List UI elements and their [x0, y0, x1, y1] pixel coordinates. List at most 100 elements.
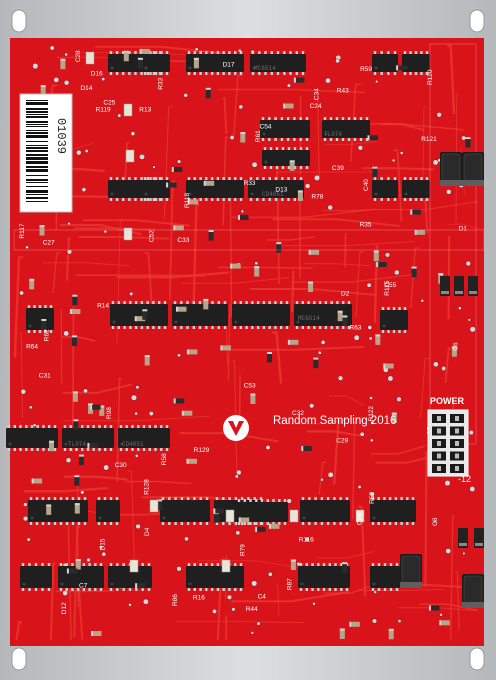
- smd-pad: [39, 225, 45, 227]
- smd-part: [72, 391, 78, 402]
- smd-pad: [301, 446, 304, 451]
- via: [250, 631, 254, 635]
- pin: [86, 447, 90, 451]
- refdes-label: R78: [311, 194, 323, 201]
- via: [369, 438, 374, 443]
- smd-part: [73, 419, 79, 430]
- refdes-label: D13: [275, 187, 287, 194]
- pin: [140, 301, 144, 305]
- smd-body: [136, 583, 146, 589]
- pin: [210, 197, 214, 201]
- smd-body: [214, 513, 219, 523]
- pin: [199, 197, 202, 201]
- via: [240, 209, 245, 214]
- pin: [287, 177, 290, 181]
- pin: [388, 497, 392, 501]
- chip-body: [298, 566, 350, 588]
- via: [458, 306, 462, 310]
- smd-part: [451, 346, 457, 357]
- via: [139, 153, 145, 160]
- trace: [280, 416, 363, 425]
- pin: [383, 587, 387, 591]
- pin: [76, 587, 80, 591]
- pin: [122, 563, 125, 567]
- trace: [128, 470, 136, 578]
- pin: [314, 521, 317, 525]
- pin: [268, 301, 271, 305]
- via: [420, 299, 425, 303]
- pin: [313, 301, 316, 305]
- smd-part: [142, 309, 148, 320]
- smd-part: [173, 398, 185, 404]
- via: [234, 474, 239, 479]
- pin: [373, 71, 377, 75]
- via: [368, 336, 373, 341]
- pin: [299, 165, 303, 169]
- ic-chip: [402, 177, 430, 201]
- pin: [345, 587, 349, 591]
- ic-chip: [108, 563, 152, 591]
- pin: [97, 521, 101, 525]
- pin: [158, 51, 162, 55]
- header-pin-tip: [455, 441, 459, 446]
- smd-pad: [99, 405, 105, 408]
- pin: [237, 521, 241, 525]
- pin: [318, 301, 322, 305]
- pin: [158, 325, 161, 329]
- pin1-dot: [22, 582, 26, 586]
- smd-pad: [342, 315, 348, 318]
- chip-body: [300, 500, 350, 522]
- ceramic-cap: [221, 559, 231, 573]
- ic-chip: [6, 425, 58, 451]
- pin: [403, 71, 407, 75]
- pin: [154, 71, 158, 75]
- refdes-label: R33: [244, 180, 256, 187]
- via: [103, 464, 110, 471]
- chip-marking: CD4051: [122, 441, 144, 448]
- pin: [255, 499, 258, 503]
- via: [81, 187, 87, 192]
- electrolytic-cap: [400, 554, 422, 588]
- pin: [268, 197, 271, 201]
- smd-part: [411, 266, 417, 278]
- barcode-bar: [26, 141, 48, 142]
- pin: [47, 521, 51, 525]
- pin: [283, 71, 286, 75]
- pin: [313, 325, 316, 329]
- trace: [176, 621, 304, 623]
- pin1-dot: [174, 320, 178, 324]
- pin: [278, 521, 281, 525]
- pin: [377, 497, 380, 501]
- pin: [223, 325, 227, 329]
- pin: [289, 51, 292, 55]
- ic-chip: [236, 499, 288, 525]
- barcode-bar: [26, 102, 48, 105]
- via: [445, 548, 452, 554]
- chip-body: [96, 500, 120, 522]
- pin: [270, 51, 273, 55]
- ic-chip: [260, 117, 310, 141]
- smd-pad: [342, 562, 348, 565]
- pin: [111, 301, 115, 305]
- smd-pad: [250, 393, 256, 396]
- trace: [306, 430, 361, 437]
- pin: [335, 117, 339, 121]
- pin: [210, 71, 214, 75]
- chip-body: [26, 308, 54, 330]
- pin: [222, 71, 225, 75]
- smd-pad: [71, 335, 77, 338]
- via: [229, 135, 235, 140]
- smd-part: [287, 339, 299, 345]
- pin: [34, 563, 38, 567]
- pin: [41, 497, 45, 501]
- pin: [44, 305, 47, 309]
- pin: [199, 177, 202, 181]
- electrolytic-cap: [440, 152, 462, 186]
- pin: [223, 301, 227, 305]
- pin: [140, 71, 143, 75]
- pin: [47, 587, 51, 591]
- smd-part: [267, 352, 272, 363]
- pin: [134, 325, 138, 329]
- pin: [307, 325, 310, 329]
- pin: [41, 587, 44, 591]
